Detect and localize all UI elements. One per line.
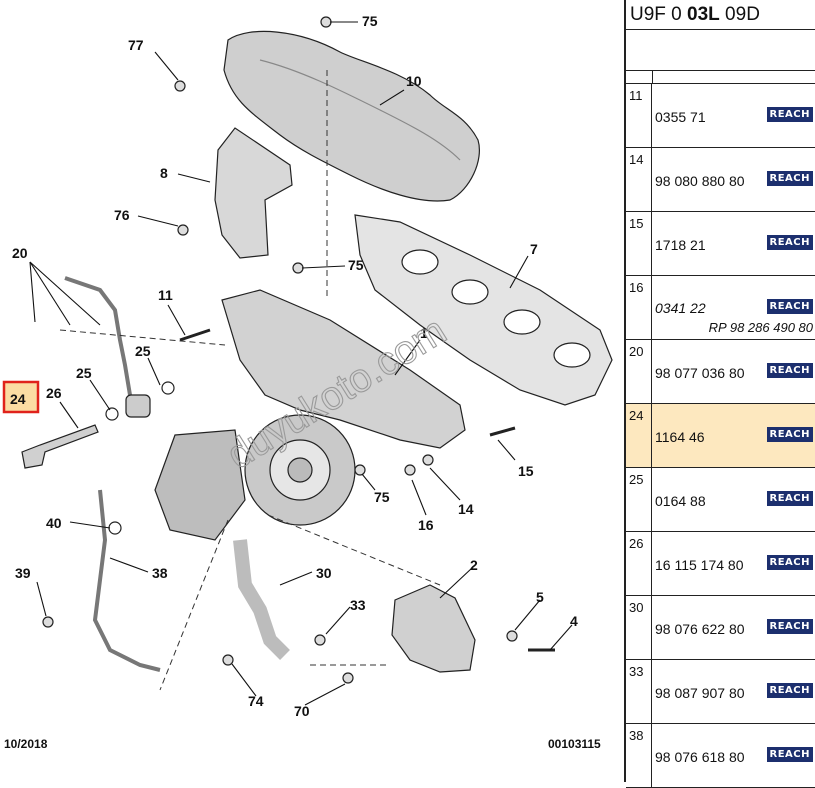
callout-75[interactable]: 75 <box>374 489 390 505</box>
part-number-index: 38 <box>626 724 652 787</box>
part-row-24-selected[interactable]: 24 1164 46 REACH <box>626 404 815 468</box>
part-number-index: 15 <box>626 212 652 275</box>
part-number-index: 20 <box>626 340 652 403</box>
part-row-30[interactable]: 30 98 076 622 80 REACH <box>626 596 815 660</box>
callout-16[interactable]: 16 <box>418 517 434 533</box>
reach-badge[interactable]: REACH <box>766 107 813 122</box>
reach-badge[interactable]: REACH <box>766 427 813 442</box>
part-reference: 98 076 622 80 <box>655 621 745 637</box>
part-row-33[interactable]: 33 98 087 907 80 REACH <box>626 660 815 724</box>
reach-badge[interactable]: REACH <box>766 747 813 762</box>
callout-20[interactable]: 20 <box>12 245 28 261</box>
part-reference: 1164 46 <box>655 429 705 445</box>
part-reference: 98 076 618 80 <box>655 749 745 765</box>
part-reference: 98 087 907 80 <box>655 685 745 701</box>
callout-39[interactable]: 39 <box>15 565 31 581</box>
part-reference: 1718 21 <box>655 237 706 253</box>
callout-70[interactable]: 70 <box>294 703 310 719</box>
part-number-index: 16 <box>626 276 652 339</box>
replacement-reference: RP 98 286 490 80 <box>708 320 813 335</box>
heat-shield-10[interactable] <box>223 30 480 202</box>
footer-date: 10/2018 <box>4 737 48 751</box>
hose-30[interactable] <box>233 539 290 660</box>
part-row-38[interactable]: 38 98 076 618 80 REACH <box>626 724 815 788</box>
part-reference: 0355 71 <box>655 109 706 125</box>
banjo-bolt-24[interactable] <box>21 424 99 469</box>
bracket-2[interactable] <box>391 584 476 673</box>
callout-26[interactable]: 26 <box>46 385 62 401</box>
callout-7[interactable]: 7 <box>530 241 538 257</box>
part-reference: 98 080 880 80 <box>655 173 745 189</box>
part-number-index: 26 <box>626 532 652 595</box>
callout-24[interactable]: 24 <box>10 391 26 407</box>
callout-10[interactable]: 10 <box>406 73 422 89</box>
reach-badge[interactable]: REACH <box>766 299 813 314</box>
callout-5[interactable]: 5 <box>536 589 544 605</box>
turbo-actuator[interactable] <box>154 429 246 541</box>
part-row-11[interactable]: 11 0355 71 REACH <box>626 84 815 148</box>
callout-1[interactable]: 1 <box>420 325 428 341</box>
callout-8[interactable]: 8 <box>160 165 168 181</box>
callout-2[interactable]: 2 <box>470 557 478 573</box>
part-row-25[interactable]: 25 0164 88 REACH <box>626 468 815 532</box>
title-prefix: U9F 0 <box>630 4 688 25</box>
callout-25[interactable]: 25 <box>76 365 92 381</box>
callout-38[interactable]: 38 <box>152 565 168 581</box>
callout-77[interactable]: 77 <box>128 37 144 53</box>
callout-15[interactable]: 15 <box>518 463 534 479</box>
part-row-15[interactable]: 15 1718 21 REACH <box>626 212 815 276</box>
callout-24-highlight-box <box>2 380 40 414</box>
part-row-20[interactable]: 20 98 077 036 80 REACH <box>626 340 815 404</box>
callout-76[interactable]: 76 <box>114 207 130 223</box>
reach-badge[interactable]: REACH <box>766 555 813 570</box>
title-suffix: 09D <box>719 4 760 25</box>
part-number-index: 25 <box>626 468 652 531</box>
callout-4[interactable]: 4 <box>570 613 578 629</box>
callout-75[interactable]: 75 <box>348 257 364 273</box>
part-reference: 16 115 174 80 <box>655 557 744 573</box>
callout-14[interactable]: 14 <box>458 501 474 517</box>
part-row-26[interactable]: 26 16 115 174 80 REACH <box>626 532 815 596</box>
callout-33[interactable]: 33 <box>350 597 366 613</box>
panel-blank-row <box>626 30 815 71</box>
part-number-index: 14 <box>626 148 652 211</box>
exhaust-manifold-1[interactable] <box>221 289 466 449</box>
part-number-index: 30 <box>626 596 652 659</box>
callout-40[interactable]: 40 <box>46 515 62 531</box>
reach-badge[interactable]: REACH <box>766 235 813 250</box>
title-bold: 03L <box>687 4 720 25</box>
part-number-index: 33 <box>626 660 652 723</box>
panel-title: U9F 0 03L 09D <box>626 0 815 30</box>
part-number-index: 24 <box>626 404 652 467</box>
footer-diagram-id: 00103115 <box>548 737 601 751</box>
panel-column-header <box>626 71 815 84</box>
oil-pipe-20[interactable] <box>64 276 132 396</box>
callout-74[interactable]: 74 <box>248 693 264 709</box>
callout-25[interactable]: 25 <box>135 343 151 359</box>
reach-badge[interactable]: REACH <box>766 171 813 186</box>
part-reference: 98 077 036 80 <box>655 365 745 381</box>
bracket-8[interactable] <box>214 127 293 259</box>
part-row-16[interactable]: 16 0341 22 REACH RP 98 286 490 80 <box>626 276 815 340</box>
reach-badge[interactable]: REACH <box>766 363 813 378</box>
part-row-14[interactable]: 14 98 080 880 80 REACH <box>626 148 815 212</box>
reach-badge[interactable]: REACH <box>766 491 813 506</box>
part-reference: 0341 22 <box>655 300 706 316</box>
part-reference: 0164 88 <box>655 493 706 509</box>
banjo-union-25[interactable] <box>125 394 151 418</box>
callout-30[interactable]: 30 <box>316 565 332 581</box>
parts-list-panel: U9F 0 03L 09D 11 0355 71 REACH 14 98 080 … <box>624 0 815 788</box>
oil-return-pipe-38[interactable] <box>92 489 161 672</box>
reach-badge[interactable]: REACH <box>766 683 813 698</box>
exploded-parts-diagram: 75 77 10 8 76 7 75 20 11 1 25 25 24 26 7… <box>2 13 613 751</box>
callout-11[interactable]: 11 <box>158 287 173 303</box>
part-number-index: 11 <box>626 84 652 147</box>
reach-badge[interactable]: REACH <box>766 619 813 634</box>
callout-75[interactable]: 75 <box>362 13 378 29</box>
